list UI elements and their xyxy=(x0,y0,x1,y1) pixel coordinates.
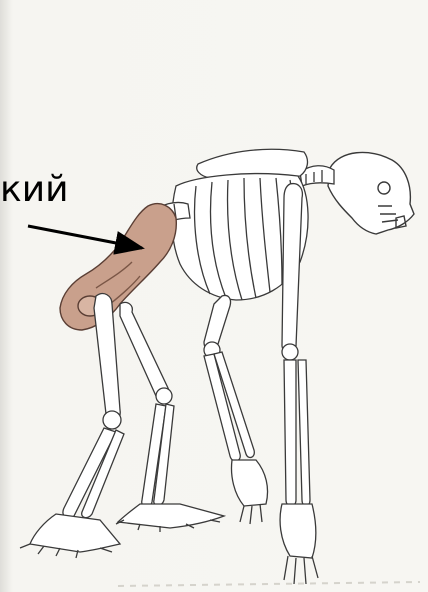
front-arm xyxy=(280,184,318,584)
annotation-label: кий xyxy=(0,172,69,208)
caption-smudge xyxy=(118,582,420,586)
skull xyxy=(328,152,414,234)
front-leg xyxy=(20,294,124,558)
pelvis-highlight xyxy=(60,204,176,330)
back-arm xyxy=(204,295,268,524)
